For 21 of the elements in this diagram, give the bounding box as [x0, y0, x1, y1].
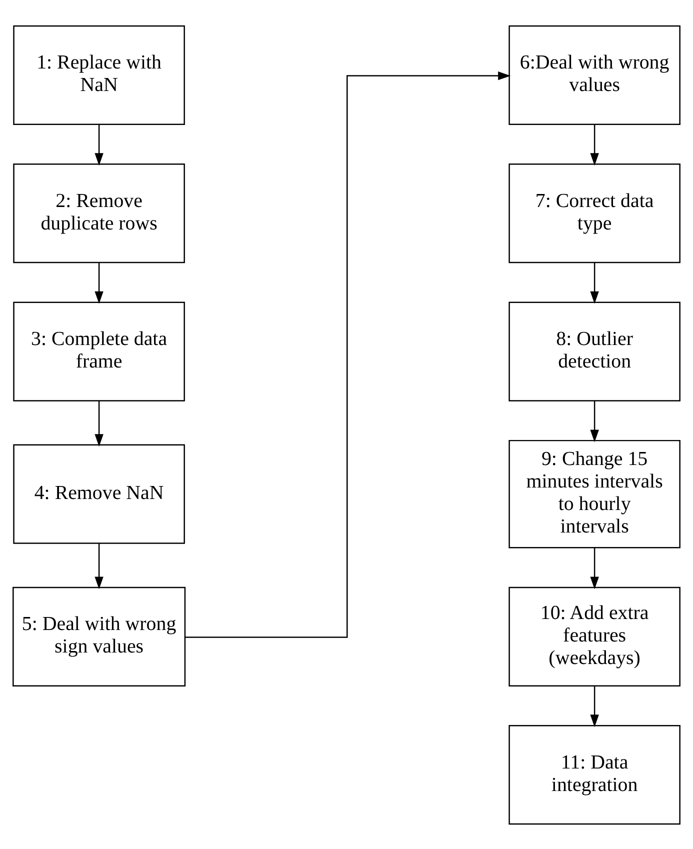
arrow: [184, 70, 511, 638]
arrow: [94, 400, 104, 446]
node-box: 4: Remove NaN: [13, 444, 185, 544]
arrow: [94, 543, 104, 589]
node-box: 7: Correct data type: [508, 163, 680, 263]
arrow: [590, 548, 599, 589]
node-box: 6:Deal with wrong values: [508, 24, 680, 124]
node-box: 2: Remove duplicate rows: [13, 163, 185, 263]
node-box: 5: Deal with wrong sign values: [12, 586, 186, 686]
node-box: 1: Replace with NaN: [13, 24, 185, 124]
arrow: [590, 262, 599, 304]
node-box: 10: Add extra features (weekdays): [508, 586, 680, 686]
arrow: [94, 262, 104, 304]
arrow: [590, 686, 599, 727]
node-box: 8: Outlier detection: [508, 301, 680, 401]
node-box: 11: Data integration: [508, 724, 680, 824]
arrow: [94, 124, 104, 166]
arrow: [590, 400, 599, 442]
node-box: 3: Complete data frame: [13, 301, 185, 401]
arrow: [590, 124, 599, 166]
node-box: 9: Change 15 minutes intervals to hourly intervals: [508, 439, 680, 548]
